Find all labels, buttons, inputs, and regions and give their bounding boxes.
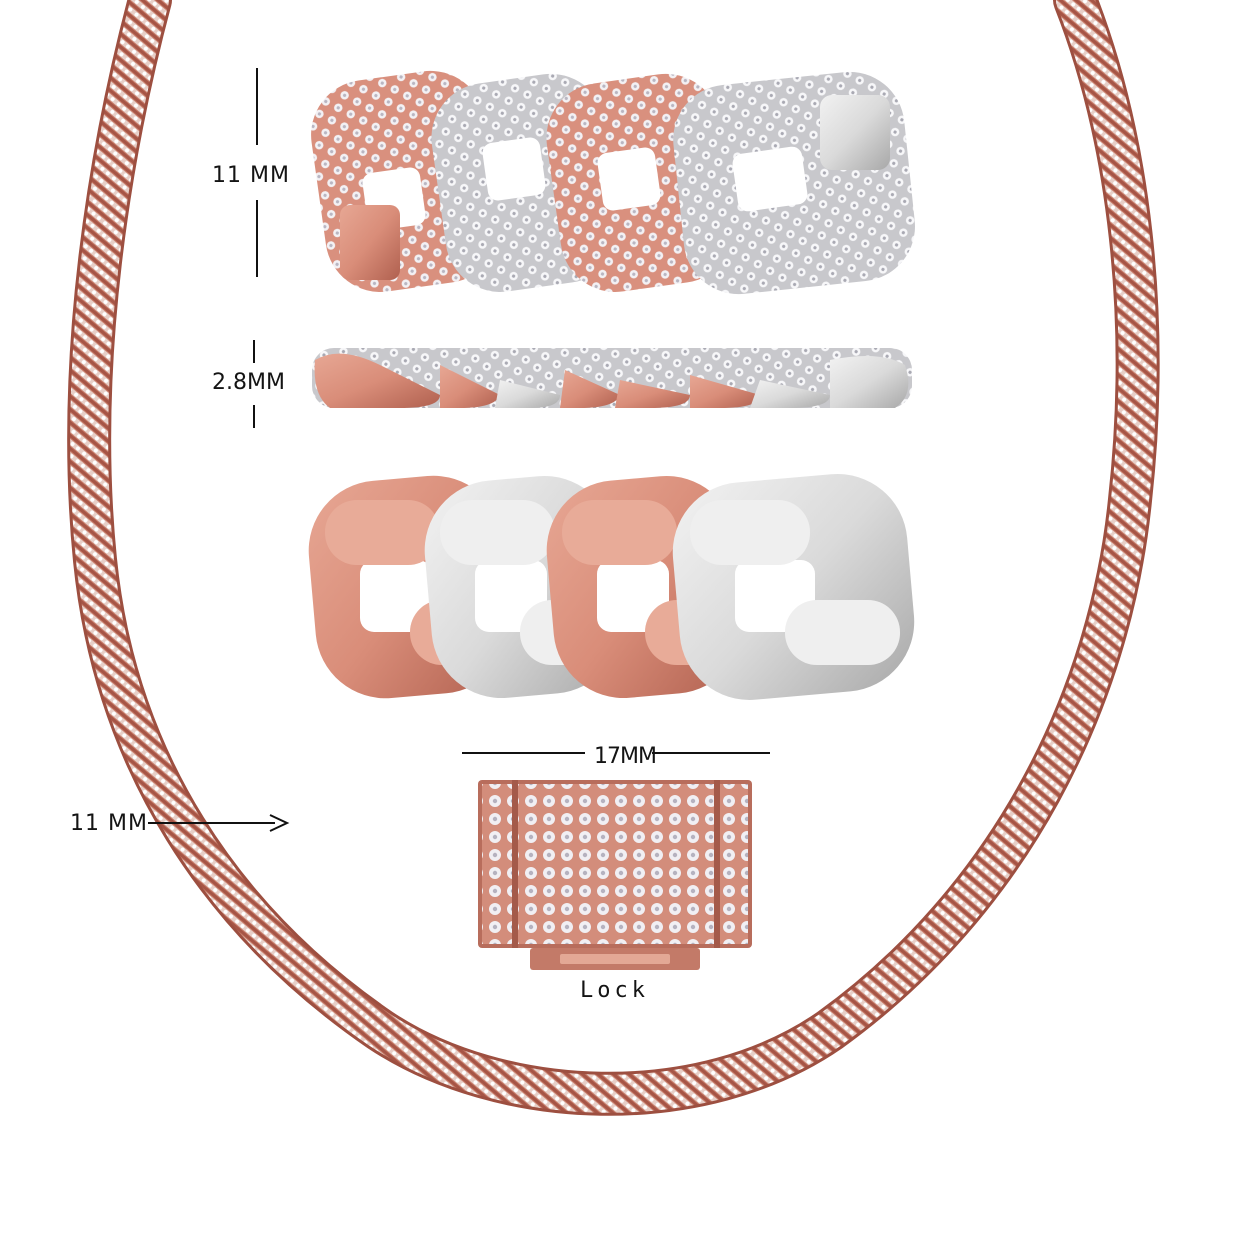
chain-width-label: 11 MM <box>70 811 148 836</box>
lock-label: Lock <box>580 978 649 1003</box>
necklace-chain <box>67 0 1160 1116</box>
clasp-width-label: 17MM <box>594 744 657 769</box>
link-thickness-label: 2.8MM <box>212 370 285 395</box>
link-width-dimension <box>253 68 258 428</box>
clasp <box>478 780 752 970</box>
link-width-label: 11 MM <box>212 163 290 188</box>
side-profile-row <box>312 348 912 408</box>
polished-link-white-2 <box>672 473 915 700</box>
chain-width-arrow <box>148 814 290 832</box>
polished-link-row <box>308 473 915 700</box>
pave-link-white-2 <box>673 71 915 295</box>
pave-link-row <box>311 70 915 295</box>
